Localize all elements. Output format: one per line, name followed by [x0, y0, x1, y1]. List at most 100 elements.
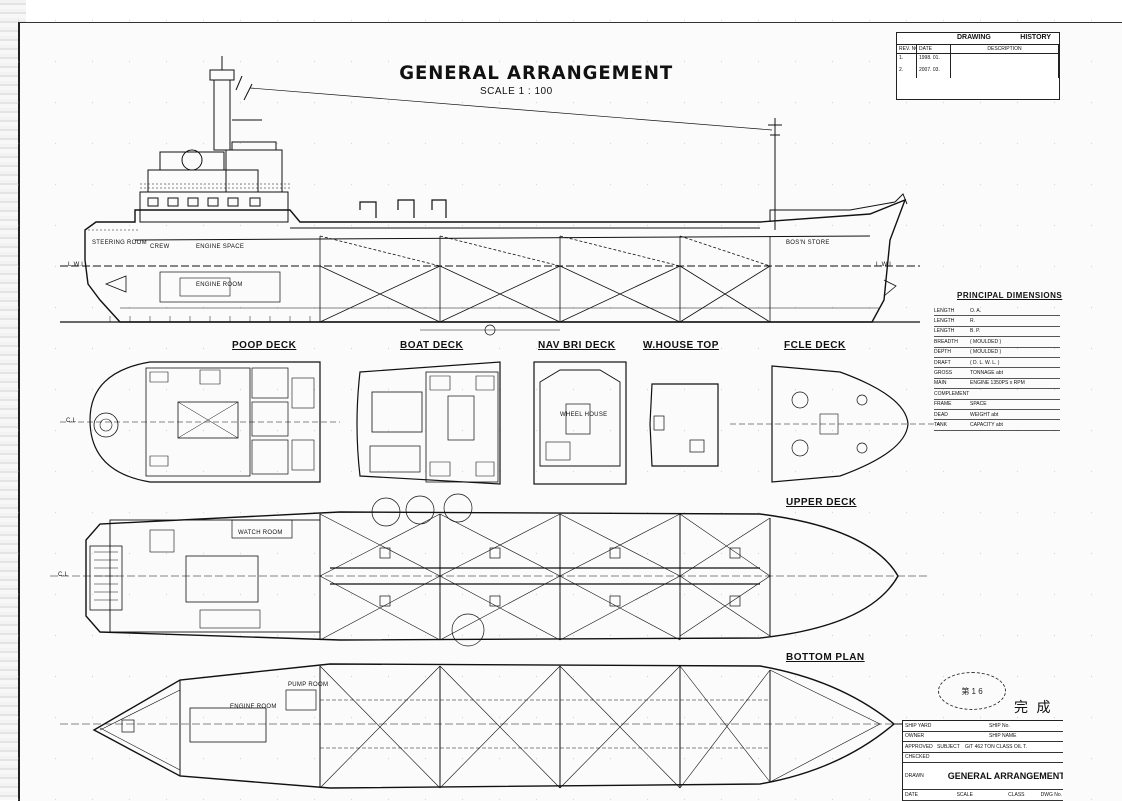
- pd-label: COMPLEMENT: [934, 390, 970, 397]
- upper-deck-plan: [50, 493, 930, 647]
- poop-deck-label: POOP DECK: [232, 340, 297, 351]
- engine-space-label: ENGINE SPACE: [196, 244, 245, 250]
- drawing-title: GENERAL ARRANGEMENT: [399, 62, 674, 84]
- pd-row: FRAME SPACE: [934, 400, 1060, 410]
- nav-bri-deck-label: NAV BRI DECK: [538, 340, 616, 351]
- history-columns: REV. NO. DATE DESCRIPTION: [897, 45, 1059, 54]
- drawing-history-table: DRAWING HISTORY REV. NO. DATE DESCRIPTIO…: [896, 32, 1060, 100]
- pd-sub: B. P.: [970, 328, 981, 335]
- drawing-scale: SCALE 1 : 100: [480, 86, 553, 97]
- pd-row: TANK CAPACITY abt: [934, 420, 1060, 431]
- tb-approved: APPROVED: [905, 743, 933, 750]
- pd-label: DRAFT: [934, 359, 951, 366]
- pd-label: LENGTH: [934, 318, 955, 325]
- tb-subject: SUBJECT: [937, 743, 960, 750]
- pd-label: BREADTH: [934, 338, 958, 345]
- pd-row: LENGTH O. A.: [934, 306, 1060, 317]
- principal-dimensions-table: LENGTH O. A. LENGTH R. LENGTH B. P. BREADTH…: [934, 306, 1060, 431]
- pd-label: LENGTH: [934, 328, 955, 335]
- pd-sub: ( D. L. W. L. ): [970, 359, 1000, 366]
- tb-scale: SCALE: [956, 791, 973, 798]
- pd-sub: CAPACITY abt: [970, 421, 1003, 428]
- pd-label: MAIN: [934, 380, 947, 387]
- pd-row: DEPTH( MOULDED ): [934, 348, 1060, 358]
- pd-label: LENGTH: [934, 307, 955, 314]
- history-date: 2007. 03.: [917, 66, 951, 78]
- approval-stamp: 第 1 6: [938, 672, 1006, 710]
- tb-drawn: DRAWN: [905, 773, 924, 779]
- pd-sub: O. A.: [970, 307, 982, 314]
- pd-sub: WEIGHT abt: [970, 411, 999, 418]
- boat-deck-plan: [356, 361, 501, 485]
- pd-row: COMPLEMENT: [934, 389, 1060, 400]
- watch-room-label: WATCH ROOM: [238, 530, 283, 536]
- tb-ship-yard: SHIP YARD: [905, 722, 932, 729]
- tb-row: CHECKED: [903, 753, 1063, 763]
- pd-label: GROSS: [934, 370, 953, 377]
- boat-deck-label: BOAT DECK: [400, 340, 464, 351]
- tb-ship-no: SHIP No.: [989, 722, 1010, 729]
- completed-mark: 完 成: [1014, 700, 1053, 716]
- pd-label: FRAME: [934, 401, 952, 408]
- engine-room-label: ENGINE ROOM: [196, 282, 243, 288]
- profile-view: [60, 56, 920, 336]
- pd-label: TANK: [934, 421, 947, 428]
- tb-owner: OWNER: [905, 733, 925, 740]
- pd-sub: ENGINE 1350PS x RPM: [970, 380, 1025, 387]
- history-rev: 1.: [897, 54, 917, 66]
- tb-date: DATE: [905, 791, 918, 798]
- tb-row: DATE SCALE CLASS DWG No.: [903, 790, 1063, 801]
- title-block: SHIP YARD SHIP No. OWNER SHIP NAME APPROVE…: [902, 720, 1063, 801]
- bosn-store-label: BOS'N STORE: [786, 240, 830, 246]
- history-col-date: DATE: [917, 45, 951, 53]
- pd-row: GROSS TONNAGE abt: [934, 368, 1060, 379]
- tb-row: OWNER SHIP NAME: [903, 732, 1063, 742]
- lwl-label-fwd: L.W.L: [876, 262, 893, 268]
- wheelhouse-top-plan: [649, 383, 719, 467]
- nav-bridge-plan: [533, 361, 627, 485]
- crew-label: CREW: [150, 244, 170, 250]
- pd-sub: TONNAGE abt: [970, 370, 1003, 377]
- pd-sub: ( MOULDED ): [970, 349, 1002, 356]
- principal-dimensions-title: PRINCIPAL DIMENSIONS: [957, 291, 1063, 300]
- pd-sub: R.: [970, 318, 975, 325]
- steering-room-label: STEERING ROOM: [92, 240, 147, 246]
- upper-deck-label: UPPER DECK: [786, 497, 857, 508]
- pd-row: MAIN ENGINE 1350PS x RPM: [934, 379, 1060, 390]
- history-rev: 2.: [897, 66, 917, 78]
- pd-row: DEAD WEIGHT abt: [934, 410, 1060, 421]
- poop-deck-plan: [60, 361, 340, 483]
- pd-label: DEAD: [934, 411, 948, 418]
- w-house-top-label: W.HOUSE TOP: [643, 340, 719, 351]
- history-col-desc: DESCRIPTION: [951, 45, 1059, 53]
- forecastle-deck-plan: [730, 365, 940, 483]
- tb-checked: CHECKED: [905, 754, 930, 761]
- history-row: 1. 1998. 01.: [897, 54, 1059, 66]
- bottom-engine-room-label: ENGINE ROOM: [230, 704, 277, 710]
- pump-room-label: PUMP ROOM: [288, 682, 329, 688]
- history-date: 1998. 01.: [917, 54, 951, 66]
- pd-sub: ( MOULDED ): [970, 338, 1002, 345]
- history-row: 2. 2007. 03.: [897, 66, 1059, 78]
- bottom-plan-label: BOTTOM PLAN: [786, 652, 865, 663]
- cl-label-poop: C.L: [66, 418, 77, 424]
- tb-class: CLASS: [1008, 791, 1025, 798]
- wheel-house-label: WHEEL HOUSE: [560, 412, 608, 418]
- tb-dwg-no: DWG No.: [1040, 791, 1063, 798]
- tb-subject-value: G/T 462 TON CLASS OIL T.: [965, 743, 1027, 750]
- history-desc: [951, 66, 1059, 78]
- lwl-label-aft: L.W.L: [68, 262, 85, 268]
- tb-row: SHIP YARD SHIP No.: [903, 721, 1063, 732]
- fcle-deck-label: FCLE DECK: [784, 340, 846, 351]
- tb-ship-name: SHIP NAME: [989, 733, 1017, 740]
- history-heading-right: HISTORY: [1020, 34, 1051, 41]
- pd-row: DRAFT ( D. L. W. L. ): [934, 358, 1060, 369]
- history-heading: DRAWING HISTORY: [897, 33, 1059, 45]
- history-heading-left: DRAWING: [957, 34, 991, 41]
- pd-sub: SPACE: [970, 401, 987, 408]
- tb-row: APPROVED SUBJECT G/T 462 TON CLASS OIL T.: [903, 742, 1063, 753]
- pd-row: BREADTH ( MOULDED ): [934, 337, 1060, 348]
- pd-row: LENGTH B. P.: [934, 327, 1060, 338]
- cl-label-upper: C.L: [58, 572, 69, 578]
